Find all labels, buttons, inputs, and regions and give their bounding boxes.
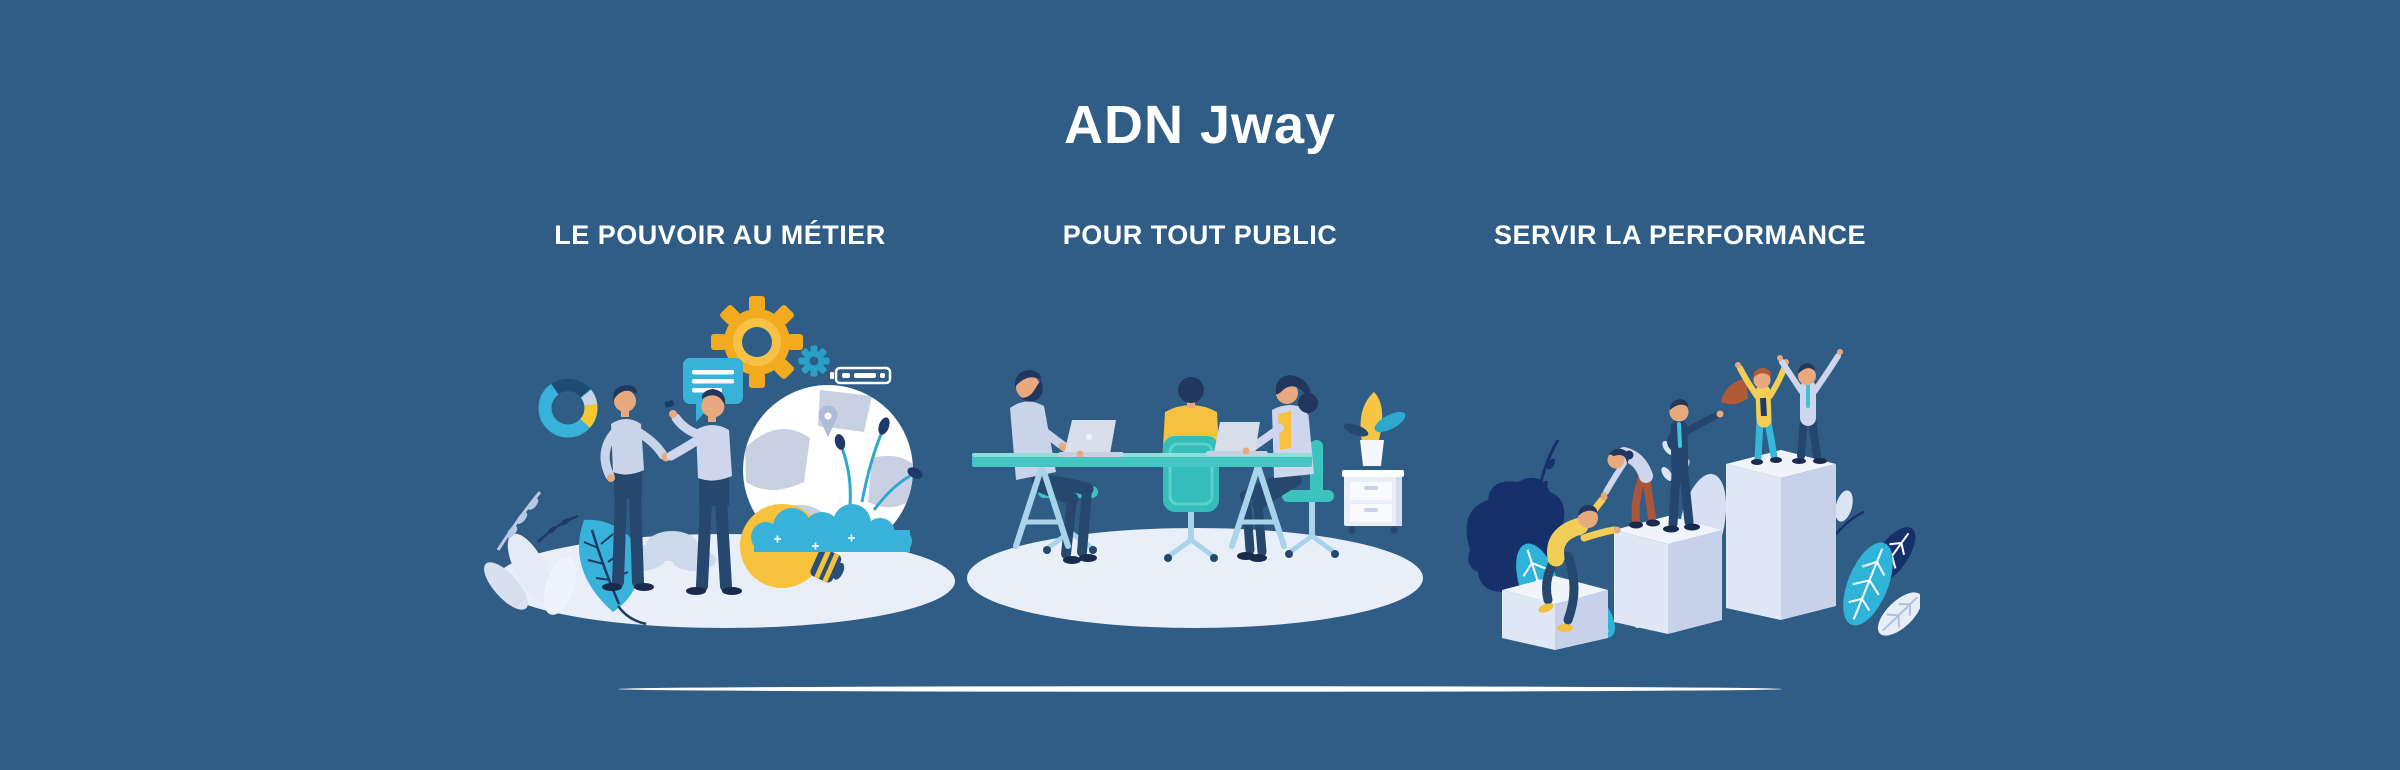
progress-bar-icon: [830, 366, 892, 385]
column-tout-public: POUR TOUT PUBLIC: [960, 220, 1440, 650]
location-pin-icon: [818, 405, 838, 437]
person-presenting: [1663, 399, 1724, 533]
column-heading: SERVIR LA PERFORMANCE: [1493, 220, 1867, 250]
step-block-2: [1614, 516, 1722, 634]
column-performance: SERVIR LA PERFORMANCE: [1440, 220, 1920, 650]
person-celebrating-woman: [1721, 359, 1789, 465]
drawer-cabinet: [1342, 470, 1404, 534]
laptop-left: [1058, 420, 1124, 457]
office-chair-right: [1282, 440, 1339, 558]
person-climbing: [1538, 493, 1621, 632]
page-title: ADN Jway: [1063, 95, 1337, 155]
plant: [1343, 392, 1406, 466]
laptop-right: [1206, 422, 1268, 456]
right-plants: [1835, 490, 1920, 636]
flower-stems: [834, 417, 923, 511]
section-divider: [616, 681, 1784, 692]
handshake-collaboration-illustration: [484, 296, 955, 628]
column-pouvoir-metier: LE POUVOIR AU MÉTIER: [480, 220, 960, 650]
person-right: [664, 389, 742, 595]
team-meeting-illustration: [967, 370, 1423, 628]
person-left: [600, 385, 671, 591]
column-heading: POUR TOUT PUBLIC: [1062, 220, 1338, 250]
person-celebrating-man: [1777, 349, 1843, 464]
hand-right: [1242, 447, 1250, 455]
success-steps-illustration: [1466, 349, 1920, 650]
hand-left: [1076, 450, 1084, 458]
person-helping: [1601, 447, 1660, 529]
feature-columns: LE POUVOIR AU MÉTIER: [480, 220, 1920, 650]
left-foliage: [484, 491, 579, 615]
meeting-table: [972, 453, 1312, 549]
donut-chart-icon: [538, 378, 598, 438]
step-block-3: [1726, 450, 1836, 620]
small-gear-icon: [798, 345, 830, 377]
bush: [751, 504, 912, 552]
column-heading: LE POUVOIR AU MÉTIER: [554, 220, 886, 250]
step-block-1: [1502, 576, 1608, 650]
